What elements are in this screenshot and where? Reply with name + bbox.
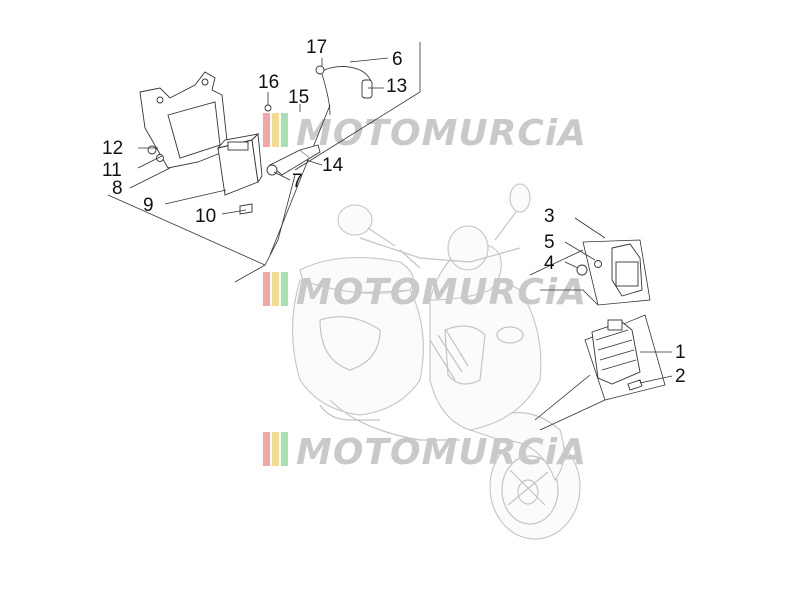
screw-2 (627, 379, 643, 391)
clip-16 (264, 104, 272, 112)
callout-3: 3 (544, 206, 555, 227)
watermark-stripe-red (263, 113, 270, 147)
callout-2: 2 (675, 366, 686, 387)
cable-17 (319, 66, 373, 116)
assembly-regulator (534, 314, 673, 431)
washer-5 (594, 260, 602, 268)
callout-15: 15 (288, 87, 309, 108)
scooter-illustration (292, 183, 581, 540)
watermark-stripe-red (263, 272, 270, 306)
watermark-stripe-yellow (272, 432, 279, 466)
callout-1: 1 (675, 342, 686, 363)
callout-labels: 1 2 3 4 5 6 7 8 9 10 11 12 13 14 15 16 1… (102, 37, 686, 387)
watermark-text: MOTOMURCiA (296, 432, 587, 473)
watermark-stripe-green (281, 113, 288, 147)
connector-13 (361, 79, 373, 99)
callout-17: 17 (306, 37, 327, 58)
bolt-10 (239, 203, 253, 215)
watermark-middle: MOTOMURCiA (263, 272, 587, 313)
callout-9: 9 (143, 195, 154, 216)
nut-4 (576, 264, 588, 276)
watermark-stripe-yellow (272, 272, 279, 306)
callout-4: 4 (544, 253, 555, 274)
voltage-regulator (591, 321, 641, 385)
callout-13: 13 (386, 76, 407, 97)
callout-7: 7 (292, 171, 303, 192)
watermark-bottom: MOTOMURCiA (263, 432, 587, 473)
watermark-text: MOTOMURCiA (296, 272, 587, 313)
callout-14: 14 (322, 155, 344, 176)
watermark-top: MOTOMURCiA (263, 113, 587, 154)
callout-16: 16 (258, 72, 279, 93)
assembly-control-unit (107, 42, 421, 283)
watermark-text: MOTOMURCiA (296, 113, 587, 154)
watermark-stripe-green (281, 272, 288, 306)
watermark-stripe-yellow (272, 113, 279, 147)
callout-11: 11 (102, 160, 122, 181)
watermark-stripe-red (263, 432, 270, 466)
callout-8: 8 (112, 178, 123, 199)
assembly-relay (529, 217, 651, 306)
watermark-stripe-green (281, 432, 288, 466)
callout-5: 5 (544, 232, 555, 253)
callout-12: 12 (102, 138, 123, 159)
callout-6: 6 (392, 49, 403, 70)
nut-12 (147, 145, 157, 155)
callout-10: 10 (195, 206, 216, 227)
